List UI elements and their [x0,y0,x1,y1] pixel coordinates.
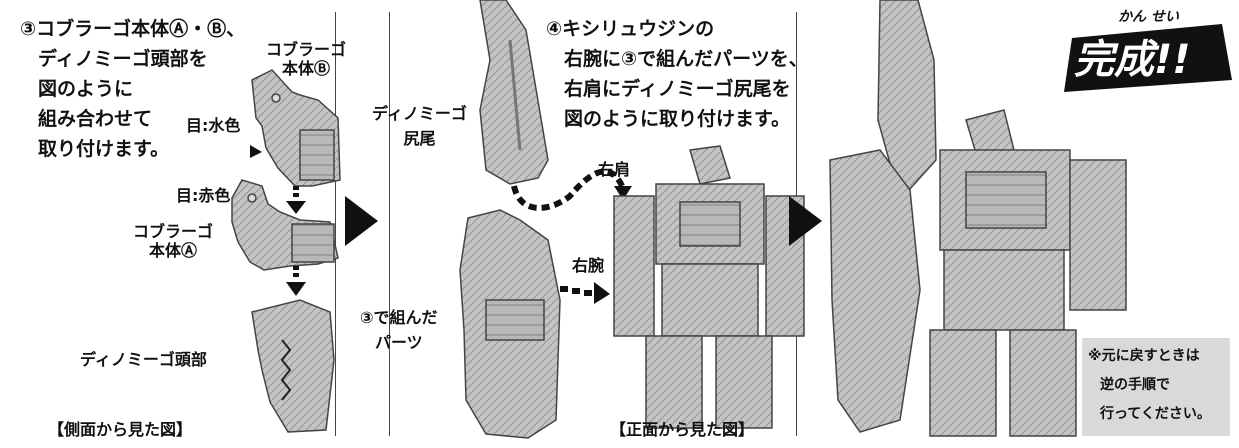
label-assembled-parts-1: ③で組んだ [360,308,438,327]
label-dino-tail-name: ディノミーゴ [372,104,467,123]
eye-blue-label: 目:水色 [186,116,241,135]
cobrago-body-a [231,179,339,271]
complete-title: 完成!! [1074,37,1191,83]
assembled-parts [459,209,561,439]
step4-instructions: ④キシリュウジンの 右腕に③で組んだパーツを、 右肩にディノミーゴ尻尾を 図のよ… [546,14,808,134]
divider-middle [389,12,390,436]
restore-note-line-3: 行ってください。 [1100,406,1211,422]
label-body-a: コブラーゴ 本体Ⓐ [133,222,213,260]
restore-note: ※元に戻すときは 逆の手順で 行ってください。 [1082,338,1230,436]
label-assembled-parts: ③で組んだ パーツ [360,308,438,352]
step-arrow-1 [345,196,378,246]
down-arrow-1 [286,186,306,214]
step4-line-2: 右腕に③で組んだパーツを、 [564,48,808,70]
step3-line-3: 図のように [38,78,134,100]
step4-line-1: ④キシリュウジンの [546,18,715,40]
restore-note-line-1: ※元に戻すときは [1088,348,1200,364]
label-dino-tail: ディノミーゴ 尻尾 [372,104,467,148]
divider-left [335,12,336,436]
arm-arrow [560,282,610,304]
completed-robot [829,0,1127,437]
label-dino-head: ディノミーゴ頭部 [80,350,207,369]
tail-arrow [511,168,625,211]
cobrago-body-b [251,69,341,187]
down-arrow-2 [286,266,306,296]
step-arrow-2 [789,196,822,246]
restore-note-line-2: 逆の手順で [1100,377,1170,393]
kishiryujin-front [613,145,805,429]
front-view-caption: 【正面から見た図】 [610,420,755,439]
step3-instructions: ③コブラーゴ本体Ⓐ・Ⓑ、 ディノミーゴ頭部を 図のように 組み合わせて 取り付け… [20,14,245,164]
label-dino-tail-part: 尻尾 [403,129,436,148]
dino-tail [479,0,549,185]
dino-head [251,299,335,433]
label-right-shoulder: 右肩 [598,160,631,179]
complete-title-burst [1064,24,1232,92]
label-body-b: コブラーゴ 本体Ⓑ [266,40,346,78]
pointer-marker [250,145,262,158]
complete-reading: かん せい [1118,9,1179,25]
step4-line-4: 図のように取り付けます。 [564,108,791,130]
step4-line-3: 右肩にディノミーゴ尻尾を [564,78,791,100]
label-body-b-name: コブラーゴ [266,40,347,59]
label-body-a-sub: 本体Ⓐ [149,241,198,260]
eye-red-label: 目:赤色 [176,186,231,205]
side-view-caption: 【側面から見た図】 [48,420,193,439]
step3-line-2: ディノミーゴ頭部を [38,48,208,70]
label-body-a-name: コブラーゴ [133,222,214,241]
label-assembled-parts-2: パーツ [374,333,423,352]
step3-line-5: 取り付けます。 [38,138,170,160]
label-right-arm: 右腕 [572,256,605,275]
step3-line-4: 組み合わせて [38,108,153,130]
step3-line-1: ③コブラーゴ本体Ⓐ・Ⓑ、 [20,18,246,40]
label-body-b-sub: 本体Ⓑ [282,59,331,78]
